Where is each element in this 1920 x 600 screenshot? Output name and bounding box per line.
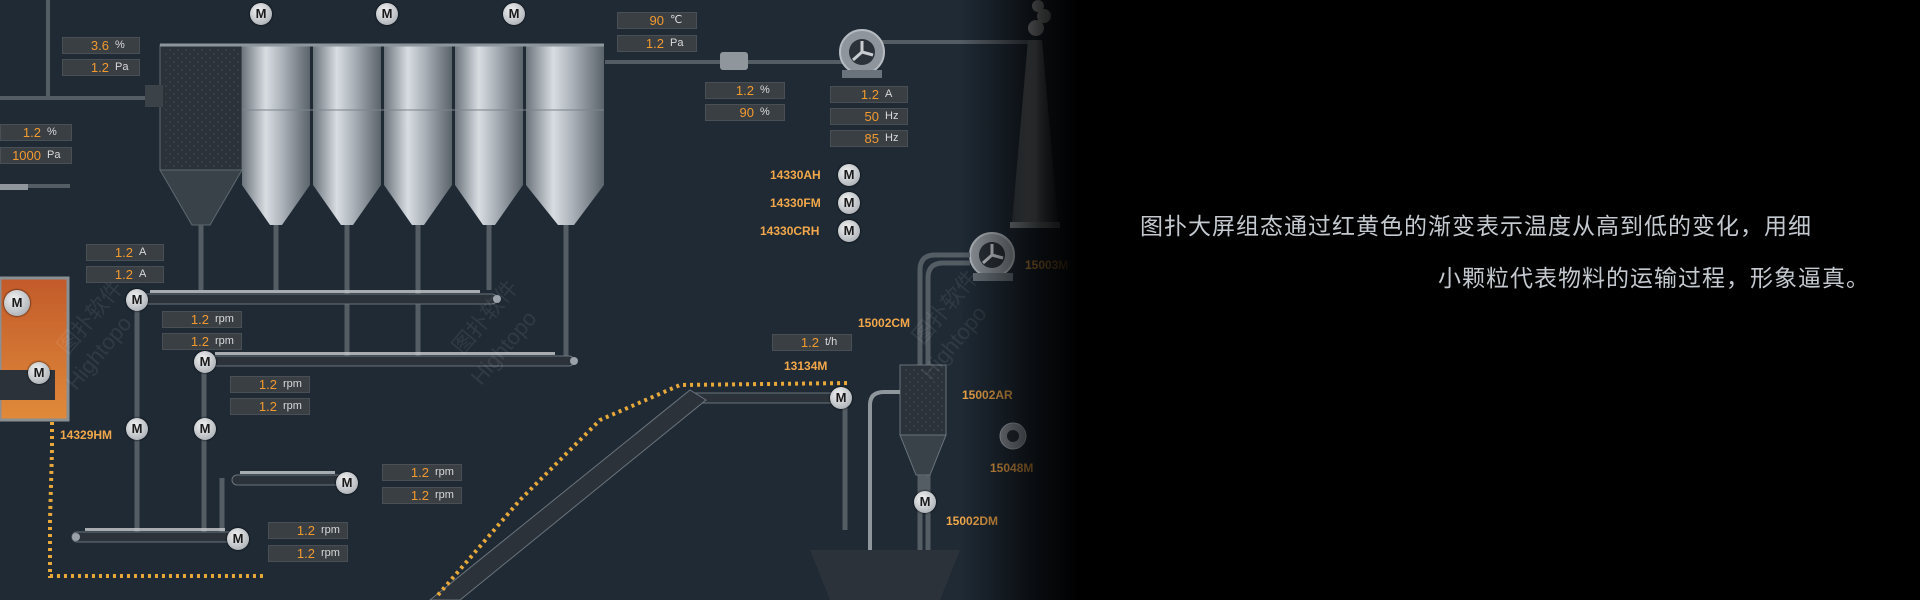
equipment-tag: 14330FM: [770, 196, 821, 210]
readout-unit: Hz: [885, 110, 899, 122]
equipment-tag: 14329HM: [60, 428, 113, 442]
readout-unit: %: [760, 84, 770, 96]
readout-speed: 1.2 rpm: [268, 545, 348, 562]
readout-value: 1.2: [190, 334, 209, 349]
readout-unit: %: [115, 39, 125, 51]
motor-icon[interactable]: M: [227, 528, 249, 550]
readout-unit: Pa: [47, 149, 61, 161]
readout-unit: rpm: [283, 378, 302, 390]
motor-icon[interactable]: M: [250, 3, 272, 25]
readout-value: 1.2: [114, 245, 133, 260]
equipment-tag: 15002CM: [858, 316, 911, 330]
readout-unit: Hz: [885, 132, 899, 144]
equipment-tag: 13134M: [784, 359, 828, 373]
readout-unit: Pa: [115, 61, 129, 73]
equipment-tag: 15002AR: [962, 388, 1013, 402]
readout-speed: 1.2 rpm: [230, 398, 310, 415]
readout-value: 90: [649, 13, 664, 28]
readout-value: 3.6: [90, 38, 109, 53]
readout-current: 1.2 A: [86, 266, 164, 283]
equipment-tag: 15002DM: [946, 514, 999, 528]
equipment-tag: 15048M: [990, 461, 1034, 475]
readout-pressure: 1000 Pa: [0, 147, 72, 164]
readout-oxygen: 1.2%: [705, 82, 785, 99]
readout-value: 1.2: [258, 399, 277, 414]
motor-icon[interactable]: M: [503, 3, 525, 25]
readout-speed: 1.2 rpm: [382, 464, 462, 481]
readout-value: 1.2: [296, 523, 315, 538]
readout-value: 1.2: [296, 546, 315, 561]
readout-unit: rpm: [435, 466, 454, 478]
readout-value: 1.2: [114, 267, 133, 282]
readout-value: 85: [864, 131, 879, 146]
description-text: 图扑大屏组态通过红黄色的渐变表示温度从高到低的变化，用细 小颗粒代表物料的运输过…: [1140, 200, 1870, 304]
readout-temperature: 90 ℃: [617, 12, 697, 29]
readout-value: 1.2: [22, 125, 41, 140]
readout-unit: rpm: [321, 524, 340, 536]
readout-value: 1.2: [735, 83, 754, 98]
readout-speed: 1.2 rpm: [162, 311, 242, 328]
readout-value: 1.2: [190, 312, 209, 327]
readout-unit: rpm: [215, 335, 234, 347]
readout-oxygen: 1.2%: [0, 124, 72, 141]
readout-frequency: 50 Hz: [830, 108, 908, 125]
readout-unit: Pa: [670, 37, 684, 49]
motor-icon[interactable]: M: [194, 418, 216, 440]
readout-frequency: 85 Hz: [830, 130, 908, 147]
motor-icon[interactable]: M: [126, 289, 148, 311]
readout-value: 1.2: [800, 335, 819, 350]
readout-unit: rpm: [283, 400, 302, 412]
readout-value: 1000: [12, 148, 41, 163]
readout-unit: A: [139, 246, 147, 258]
motor-icon[interactable]: M: [126, 418, 148, 440]
readout-unit: rpm: [321, 547, 340, 559]
readout-value: 50: [864, 109, 879, 124]
readout-value: 1.2: [258, 377, 277, 392]
readout-value: 1.2: [90, 60, 109, 75]
readout-flow: 1.2 t/h: [772, 334, 852, 351]
readout-speed: 1.2 rpm: [382, 487, 462, 504]
description-line-2: 小颗粒代表物料的运输过程，形象逼真。: [1438, 265, 1870, 291]
motor-icon[interactable]: M: [28, 362, 50, 384]
readout-unit: A: [139, 268, 147, 280]
motor-icon[interactable]: M: [914, 491, 936, 513]
readout-unit: A: [885, 88, 893, 100]
equipment-tag: 15003M: [1025, 258, 1069, 272]
readout-oxygen: 3.6%: [62, 37, 140, 54]
readout-unit: t/h: [825, 336, 838, 348]
equipment-tag: 14330CRH: [760, 224, 820, 238]
motor-icon[interactable]: M: [376, 3, 398, 25]
readout-speed: 1.2 rpm: [268, 522, 348, 539]
readout-oxygen: 90%: [705, 104, 785, 121]
readout-pressure: 1.2 Pa: [617, 35, 697, 52]
readout-unit: ℃: [670, 14, 683, 26]
motor-icon[interactable]: M: [194, 351, 216, 373]
readout-current: 1.2 A: [86, 244, 164, 261]
readout-unit: rpm: [215, 313, 234, 325]
readout-unit: %: [760, 106, 770, 118]
readout-value: 90: [739, 105, 754, 120]
scada-diagram: 图扑软件 Hightopo 图扑软件 Hightopo 图扑软件 Hightop…: [0, 0, 1080, 600]
motor-icon[interactable]: M: [838, 220, 860, 242]
motor-icon[interactable]: M: [336, 472, 358, 494]
readout-value: 1.2: [645, 36, 664, 51]
readout-unit: %: [47, 126, 57, 138]
readout-value: 1.2: [410, 488, 429, 503]
motor-icon[interactable]: M: [838, 164, 860, 186]
readout-speed: 1.2 rpm: [230, 376, 310, 393]
motor-icon[interactable]: M: [838, 192, 860, 214]
motor-icon[interactable]: M: [4, 290, 30, 316]
readout-pressure: 1.2 Pa: [62, 59, 140, 76]
description-line-1: 图扑大屏组态通过红黄色的渐变表示温度从高到低的变化，用细: [1140, 213, 1812, 239]
motor-icon[interactable]: M: [830, 387, 852, 409]
readout-unit: rpm: [435, 489, 454, 501]
readout-speed: 1.2 rpm: [162, 333, 242, 350]
readout-current: 1.2 A: [830, 86, 908, 103]
equipment-tag: 14330AH: [770, 168, 821, 182]
readout-value: 1.2: [860, 87, 879, 102]
readout-value: 1.2: [410, 465, 429, 480]
